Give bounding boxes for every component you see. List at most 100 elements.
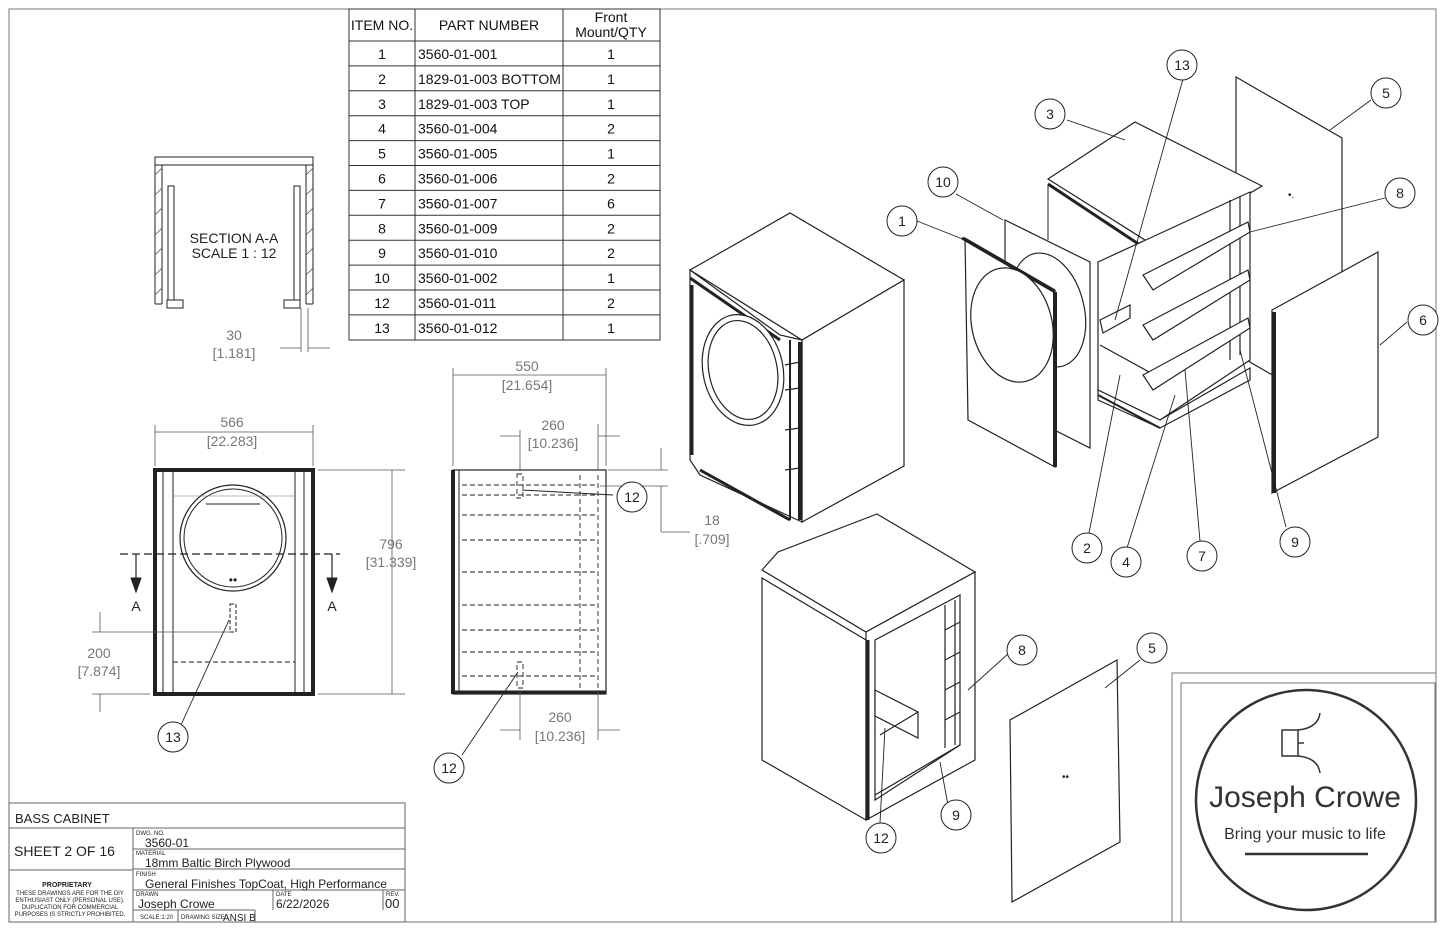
balloon-circle: [1071, 532, 1103, 564]
front-view: [120, 468, 340, 696]
logo-name: Joseph Crowe: [1209, 781, 1401, 814]
dim-260-bottom-lines: [500, 690, 620, 740]
date: 6/22/2026: [276, 897, 330, 911]
bom-cell-qty: 2: [607, 295, 615, 311]
dim-30-lines: [280, 308, 330, 352]
drawn-by: Joseph Crowe: [138, 897, 215, 911]
balloon-circle: [1110, 546, 1142, 578]
balloon-circle: [927, 166, 959, 198]
proprietary-line-4: PURPOSES IS STRICTLY PROHIBITED.: [15, 912, 126, 918]
proprietary-line-1: THESE DRAWINGS ARE FOR THE DIY: [16, 891, 124, 897]
balloon-circle: [1166, 49, 1198, 81]
bom-cell-item: 13: [374, 320, 390, 336]
balloon-12: 12: [873, 830, 889, 846]
dim-18: 18: [704, 512, 720, 528]
balloon-circle: [1186, 540, 1218, 572]
balloon-13: 13: [165, 729, 181, 745]
sheet-border: [8, 8, 1437, 923]
logo-block: Joseph Crowe Bring your music to life: [1171, 672, 1437, 923]
balloon-circle: [616, 481, 648, 513]
bom-cell-qty: 6: [607, 195, 615, 211]
bom-header-item: ITEM NO.: [351, 17, 413, 33]
proprietary-line-3: DUPLICATION FOR COMMERCIAL: [22, 905, 119, 911]
bom-cell-part: 3560-01-010: [418, 245, 498, 261]
balloon-circle: [1136, 632, 1168, 664]
dim-566-inch: [22.283]: [207, 433, 258, 449]
bom-cell-item: 12: [374, 295, 390, 311]
dim-260-top: 260: [541, 417, 565, 433]
bom-cell-part: 3560-01-006: [418, 171, 498, 187]
dim-796-inch: [31.339]: [366, 554, 417, 570]
section-scale: SCALE 1 : 12: [192, 245, 277, 261]
bom-cell-item: 6: [378, 171, 386, 187]
dim-796: 796: [379, 536, 403, 552]
bom-cell-qty: 1: [607, 46, 615, 62]
title-block: [8, 802, 406, 923]
rear-panel-dots: ••: [1062, 772, 1070, 783]
dim-260-top-lines: [500, 424, 620, 470]
balloon-8: 8: [1018, 642, 1026, 658]
material: 18mm Baltic Birch Plywood: [145, 856, 290, 870]
logo-tagline: Bring your music to life: [1224, 826, 1386, 843]
dim-260-bottom: 260: [548, 709, 572, 725]
bom-cell-qty: 2: [607, 245, 615, 261]
balloon-5: 5: [1382, 85, 1390, 101]
dim-566: 566: [220, 414, 244, 430]
bom-cell-qty: 1: [607, 71, 615, 87]
balloon-10: 10: [935, 174, 951, 190]
bom-cell-item: 1: [378, 46, 386, 62]
bom-cell-qty: 1: [607, 320, 615, 336]
balloon-9: 9: [1291, 534, 1299, 550]
leaders-iso: [879, 78, 1408, 824]
bom-cell-item: 4: [378, 121, 386, 137]
bom-cell-item: 10: [374, 270, 390, 286]
section-marker-right: A: [327, 598, 337, 614]
drawing-size: ANSI B: [223, 913, 256, 924]
size-label: DRAWING SIZE: [181, 915, 225, 921]
dwg-no: 3560-01: [145, 836, 189, 850]
bom-cell-qty: 2: [607, 220, 615, 236]
dim-18-inch: [.709]: [694, 531, 729, 547]
bom-cell-part: 3560-01-001: [418, 46, 498, 62]
balloon-circle: [940, 799, 972, 831]
dim-18-lines: [600, 448, 690, 533]
dwg-no-label: DWG. NO.: [136, 831, 165, 837]
iso-assembled: [688, 212, 906, 524]
balloon-circle: [433, 752, 465, 784]
bom-cell-qty: 1: [607, 146, 615, 162]
bom-cell-item: 2: [378, 71, 386, 87]
bom-cell-qty: 1: [607, 96, 615, 112]
leaders-2d: [180, 489, 614, 756]
balloon-circle: [886, 205, 918, 237]
material-label: MATERIAL: [136, 851, 166, 857]
bom-cell-item: 9: [378, 245, 386, 261]
balloon-circle: [1384, 177, 1416, 209]
dim-796-lines: [318, 469, 405, 695]
balloon-circle: [1407, 304, 1439, 336]
balloon-2: 2: [1083, 540, 1091, 556]
drawn-label: DRAWN: [136, 892, 158, 898]
title-text: BASS CABINET: [15, 811, 110, 826]
balloon-3: 3: [1046, 106, 1054, 122]
balloon-12: 12: [441, 760, 457, 776]
section-marker-left: A: [131, 598, 141, 614]
bom-cell-item: 3: [378, 96, 386, 112]
dim-200-lines: [92, 612, 230, 712]
back-panel-dots: •.: [1288, 190, 1294, 201]
balloon-circle: [1370, 77, 1402, 109]
sheet-number: SHEET 2 OF 16: [14, 843, 115, 859]
logo-ring: [1194, 688, 1418, 912]
bom-cell-part: 3560-01-005: [418, 146, 498, 162]
bom-cell-item: 7: [378, 195, 386, 211]
bom-cell-qty: 2: [607, 121, 615, 137]
date-label: DATE: [276, 892, 292, 898]
bom-cell-part: 3560-01-009: [418, 220, 498, 236]
bom-cell-part: 3560-01-011: [418, 295, 497, 311]
bom-header-front: Front: [595, 9, 628, 25]
rev: 00: [385, 896, 399, 911]
bom-cell-qty: 2: [607, 171, 615, 187]
scale-label: SCALE:1:20: [140, 915, 174, 921]
balloon-4: 4: [1122, 554, 1130, 570]
balloon-8: 8: [1396, 185, 1404, 201]
